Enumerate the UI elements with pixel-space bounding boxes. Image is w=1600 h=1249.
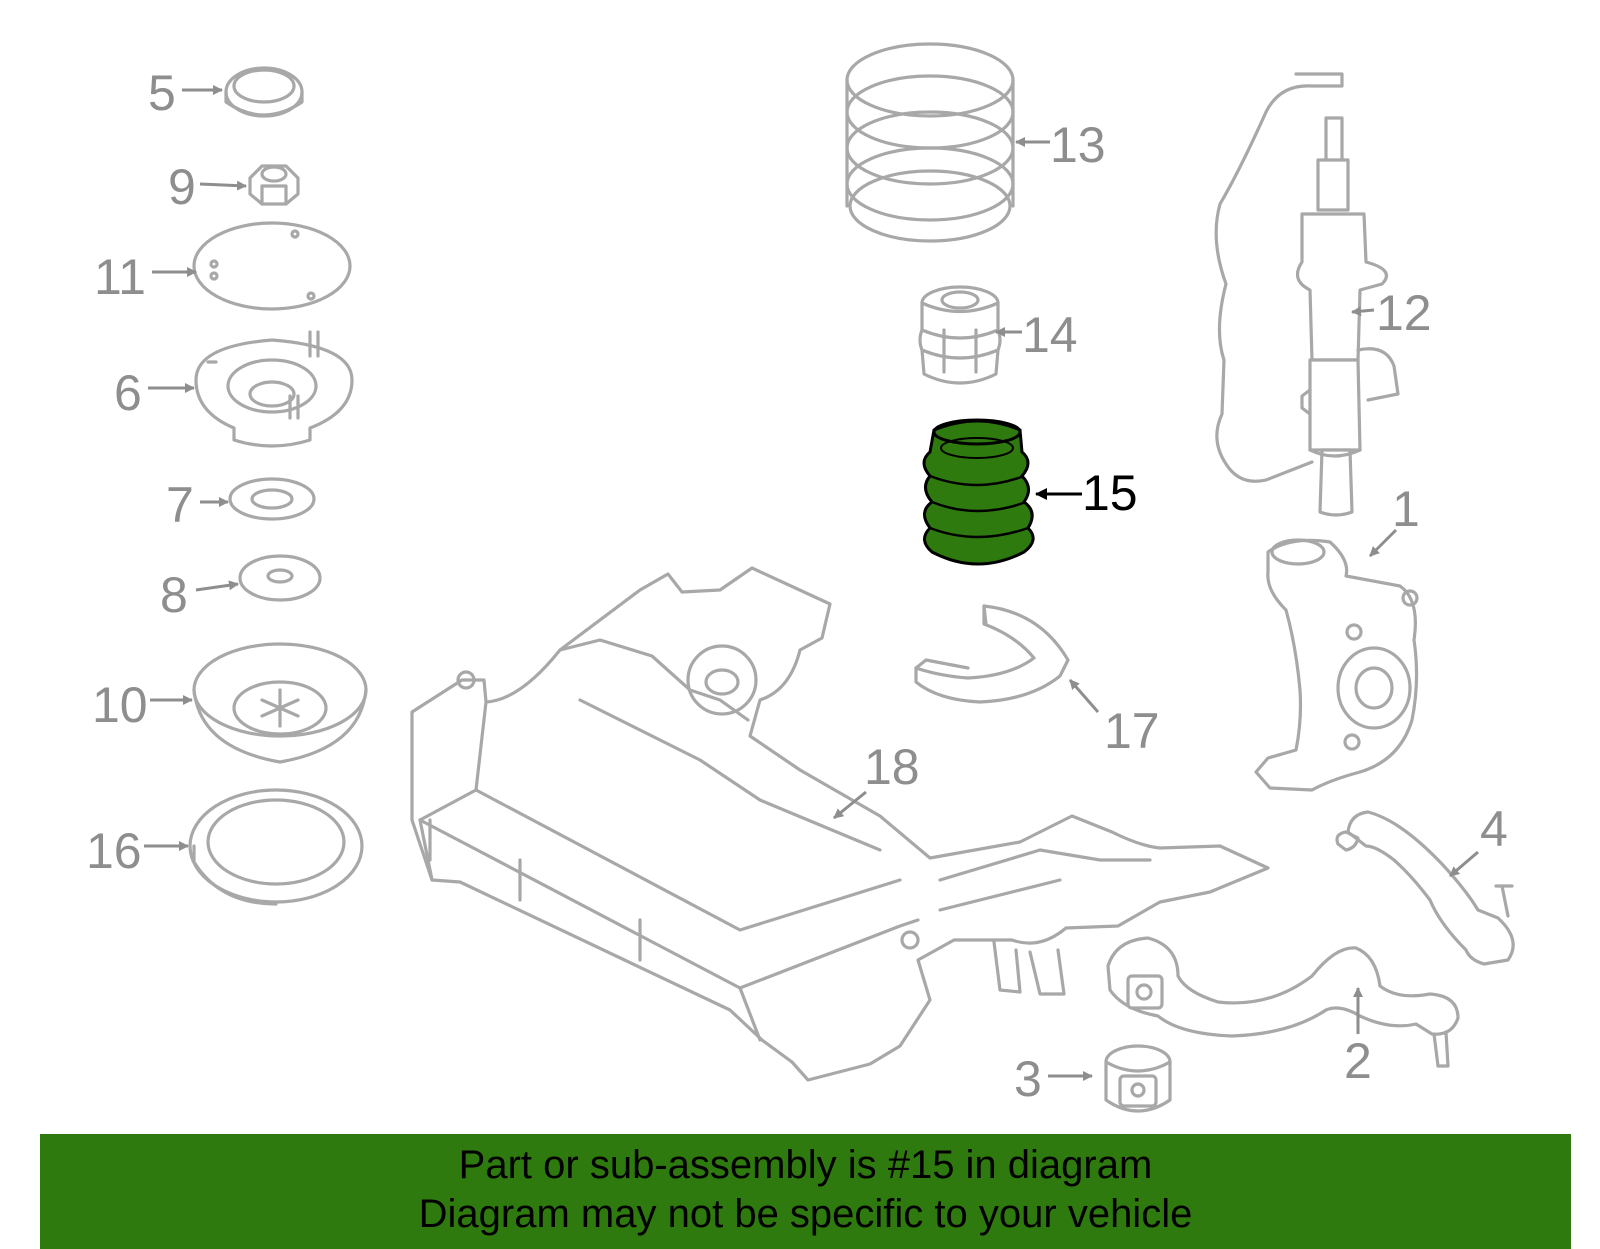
part-16-isolator: [188, 788, 364, 906]
info-banner: Part or sub-assembly is #15 in diagram D…: [40, 1134, 1571, 1249]
part-8-washer: [238, 554, 322, 602]
callout-15: 15: [1035, 465, 1138, 521]
callout-4: 4: [1449, 801, 1508, 878]
part-13-coil-spring: [845, 42, 1015, 243]
callout-2: 2: [1344, 987, 1372, 1089]
part-2-lower-arm: [1106, 936, 1460, 1068]
svg-text:17: 17: [1104, 703, 1160, 759]
part-7-washer: [228, 477, 316, 521]
part-5-cap: [224, 66, 304, 118]
callout-12: 12: [1351, 285, 1432, 341]
part-9-nut: [248, 164, 300, 206]
svg-text:12: 12: [1376, 285, 1432, 341]
svg-text:15: 15: [1082, 465, 1138, 521]
svg-text:3: 3: [1014, 1051, 1042, 1107]
part-18-subframe: [410, 566, 1270, 1082]
callout-13: 13: [1015, 117, 1106, 173]
callout-17: 17: [1068, 679, 1160, 759]
part-11-plate: [192, 221, 352, 311]
callout-3: 3: [1014, 1051, 1093, 1107]
part-3-bushing: [1104, 1044, 1172, 1113]
callout-5: 5: [148, 65, 223, 121]
part-15-dust-boot: [922, 418, 1035, 566]
callout-10: 10: [92, 677, 193, 733]
part-12-strut: [1214, 72, 1400, 517]
svg-text:4: 4: [1480, 801, 1508, 857]
svg-text:16: 16: [86, 823, 142, 879]
callout-9: 9: [168, 159, 247, 215]
svg-text:6: 6: [114, 365, 142, 421]
svg-text:1: 1: [1392, 481, 1420, 537]
callout-18: 18: [833, 739, 920, 820]
callout-16: 16: [86, 823, 189, 879]
svg-text:5: 5: [148, 65, 176, 121]
part-17-spring-pad: [914, 604, 1070, 704]
banner-line-2: Diagram may not be specific to your vehi…: [418, 1192, 1193, 1236]
part-10-spring-seat: [192, 642, 368, 764]
svg-text:13: 13: [1050, 117, 1106, 173]
svg-text:18: 18: [864, 739, 920, 795]
svg-text:14: 14: [1022, 307, 1078, 363]
part-14-bump-stop: [918, 285, 1002, 385]
svg-text:2: 2: [1344, 1033, 1372, 1089]
callout-8: 8: [160, 567, 239, 623]
callout-6: 6: [114, 365, 195, 421]
part-1-knuckle: [1254, 538, 1419, 792]
svg-text:7: 7: [166, 477, 194, 533]
part-4-control-arm: [1335, 810, 1515, 966]
callout-7: 7: [166, 477, 229, 533]
callout-14: 14: [995, 307, 1078, 363]
callout-11: 11: [94, 249, 197, 305]
banner-line-1: Part or sub-assembly is #15 in diagram: [458, 1143, 1153, 1187]
callout-1: 1: [1368, 481, 1420, 558]
svg-text:9: 9: [168, 159, 196, 215]
svg-text:10: 10: [92, 677, 148, 733]
svg-text:8: 8: [160, 567, 188, 623]
part-6-strut-mount: [194, 330, 354, 448]
svg-text:11: 11: [94, 249, 146, 305]
